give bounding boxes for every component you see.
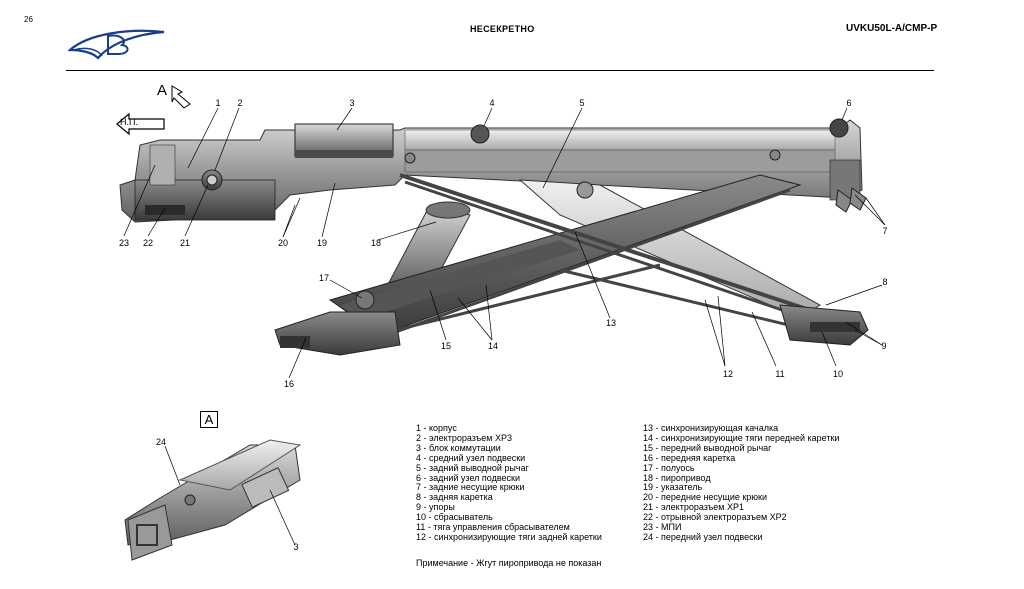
rear-hooks xyxy=(835,187,867,213)
header-divider xyxy=(66,70,934,71)
callout-9: 9 xyxy=(881,341,887,351)
legend-item: 14 - синхронизирующие тяги передней каре… xyxy=(643,432,840,443)
legend-item: 18 - пиропривод xyxy=(643,472,711,483)
figure-note: Примечание - Жгут пиропривода не показан xyxy=(416,558,602,568)
legend-item: 7 - задние несущие крюки xyxy=(416,482,525,493)
legend-item: 11 - тяга управления сбрасывателем xyxy=(416,522,570,533)
callout-7: 7 xyxy=(882,226,888,236)
callout-1: 1 xyxy=(215,98,221,108)
callout-13: 13 xyxy=(605,318,617,328)
view-a-inset xyxy=(124,439,302,561)
callout-5: 5 xyxy=(579,98,585,108)
legend-item: 20 - передние несущие крюки xyxy=(643,492,768,503)
legend-item: 1 - корпус xyxy=(416,423,457,433)
callout-2: 2 xyxy=(237,98,243,108)
company-logo xyxy=(68,29,165,60)
legend-item: 12 - синхронизирующие тяги задней каретк… xyxy=(416,531,602,542)
callout-17: 17 xyxy=(318,273,330,283)
callout-6: 6 xyxy=(846,98,852,108)
legend-item: 13 - синхронизирующая качалка xyxy=(643,423,779,433)
callout-23: 23 xyxy=(118,238,130,248)
legend-item: 16 - передняя каретка xyxy=(643,452,736,463)
callout-12: 12 xyxy=(722,369,734,379)
callout-8: 8 xyxy=(882,277,888,287)
legend-item: 19 - указатель xyxy=(643,482,703,493)
legend-item: 9 - упоры xyxy=(416,502,455,513)
callout-18: 18 xyxy=(370,238,382,248)
legend-item: 24 - передний узел подвески xyxy=(643,531,763,542)
callout-15: 15 xyxy=(440,341,452,351)
legend-item: 17 - полуось xyxy=(643,462,695,473)
callout-4: 4 xyxy=(489,98,495,108)
legend-item: 4 - средний узел подвески xyxy=(416,452,526,463)
legend-item: 23 - МПИ xyxy=(643,522,682,533)
callout-11: 11 xyxy=(775,369,785,379)
legend-item: 2 - электроразъем ХР3 xyxy=(416,432,512,443)
legend-item: 10 - сбрасыватель xyxy=(416,512,493,523)
callout-19: 19 xyxy=(316,238,328,248)
legend-item: 8 - задняя каретка xyxy=(416,492,493,503)
callout-3: 3 xyxy=(349,98,355,108)
callout-20: 20 xyxy=(277,238,289,248)
direction-label: Н.П. xyxy=(120,117,138,127)
callout-24: 24 xyxy=(155,437,167,447)
leader-lines xyxy=(123,107,886,379)
legend-right: 13 - синхронизирующая качалка 14 - синхр… xyxy=(643,423,840,543)
direction-arrow-icon xyxy=(116,112,165,136)
page-number: 26 xyxy=(24,15,33,24)
legend-item: 21 - электроразъем ХР1 xyxy=(643,502,744,513)
callout-3-inset: 3 xyxy=(293,542,299,552)
view-arrow-icon xyxy=(171,85,191,109)
callout-22: 22 xyxy=(142,238,154,248)
legend-item: 15 - передний выводной рычаг xyxy=(643,442,772,453)
callout-10: 10 xyxy=(832,369,844,379)
front-carriage xyxy=(274,290,401,356)
legend-item: 22 - отрывной электроразъем ХР2 xyxy=(643,512,787,523)
document-code: UVKU50L-A/CMP-P xyxy=(846,23,938,34)
classification-label: НЕСЕКРЕТНО xyxy=(470,24,535,34)
callout-21: 21 xyxy=(179,238,191,248)
view-a-label: A xyxy=(157,82,168,99)
view-a-box: A xyxy=(200,411,218,428)
callout-16: 16 xyxy=(283,379,295,389)
legend-item: 3 - блок коммутации xyxy=(416,442,501,453)
callout-14: 14 xyxy=(487,341,499,351)
legend-item: 5 - задний выводной рычаг xyxy=(416,462,529,473)
rear-carriage xyxy=(779,304,869,346)
unit-body xyxy=(119,118,863,223)
legend-item: 6 - задний узел подвески xyxy=(416,472,520,483)
legend-left: 1 - корпус 2 - электроразъем ХР3 3 - бло… xyxy=(416,423,602,543)
